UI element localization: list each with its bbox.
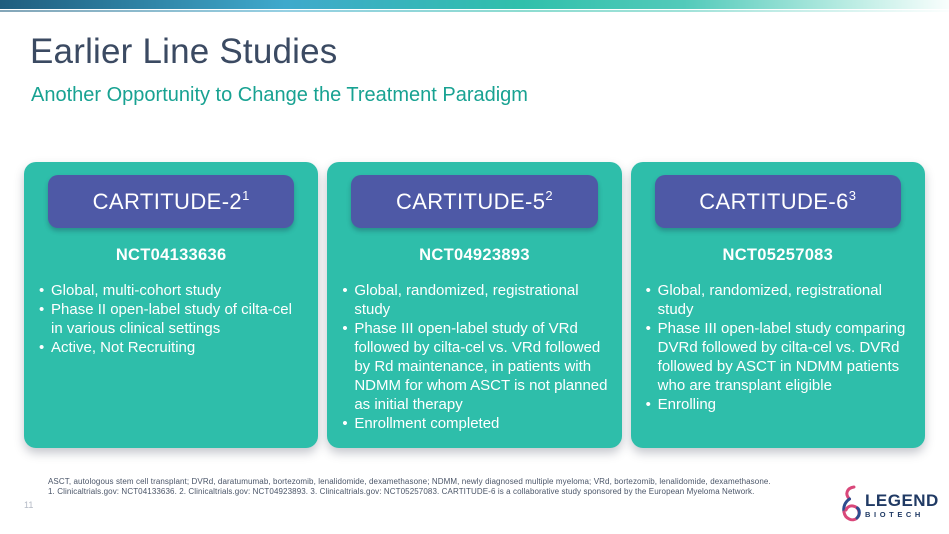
nct-number: NCT04923893 [419,246,530,264]
study-name: CARTITUDE-6 [699,188,849,214]
study-name: CARTITUDE-5 [395,188,546,214]
logo-wordmark-block: LEGEND BIOTECH [865,492,939,519]
page-subtitle: Another Opportunity to Change the Treatm… [31,84,528,106]
study-card-cartitude-5: CARTITUDE-52 NCT04923893 Global, randomi… [327,162,622,448]
top-gradient-bar [0,0,949,9]
study-cards: CARTITUDE-21 NCT04133636 Global, multi-c… [24,162,925,448]
dna-ribbon-icon [839,484,863,531]
study-bullet: Phase II open-label study of cilta-cel i… [38,300,304,338]
footnote-references: 1. Clinicaltrials.gov: NCT04133636. 2. C… [48,487,755,496]
nct-number: NCT05257083 [722,246,834,264]
study-name: CARTITUDE-2 [92,188,243,214]
study-bullet: Active, Not Recruiting [38,338,304,357]
nct-number: NCT04133636 [115,246,227,264]
logo-wordmark: LEGEND [865,491,939,510]
logo-sub-wordmark: BIOTECH [865,510,924,519]
footnotes: ASCT, autologous stem cell transplant; D… [48,477,838,497]
footnote-abbreviations: ASCT, autologous stem cell transplant; D… [48,477,771,486]
study-card-cartitude-6: CARTITUDE-63 NCT05257083 Global, randomi… [630,162,925,448]
study-card-cartitude-2: CARTITUDE-21 NCT04133636 Global, multi-c… [24,162,319,448]
study-bullet: Global, multi-cohort study [38,281,304,300]
legend-biotech-logo: LEGEND BIOTECH [839,484,939,531]
study-bullet-list: Global, multi-cohort study Phase II open… [38,281,304,357]
study-bullet: Phase III open-label study comparing DVR… [645,319,911,395]
study-bullet: Enrollment completed [341,414,607,433]
study-bullet: Global, randomized, registrational study [645,281,911,319]
study-bullet-list: Global, randomized, registrational study… [341,281,607,433]
study-bullet-list: Global, randomized, registrational study… [645,281,911,414]
study-bullet: Global, randomized, registrational study [341,281,607,319]
study-bullet: Phase III open-label study of VRd follow… [341,319,607,414]
page-title: Earlier Line Studies [30,32,338,71]
page-number: 11 [24,500,34,510]
study-bullet: Enrolling [645,395,911,414]
top-gradient-accent-line [0,10,949,12]
